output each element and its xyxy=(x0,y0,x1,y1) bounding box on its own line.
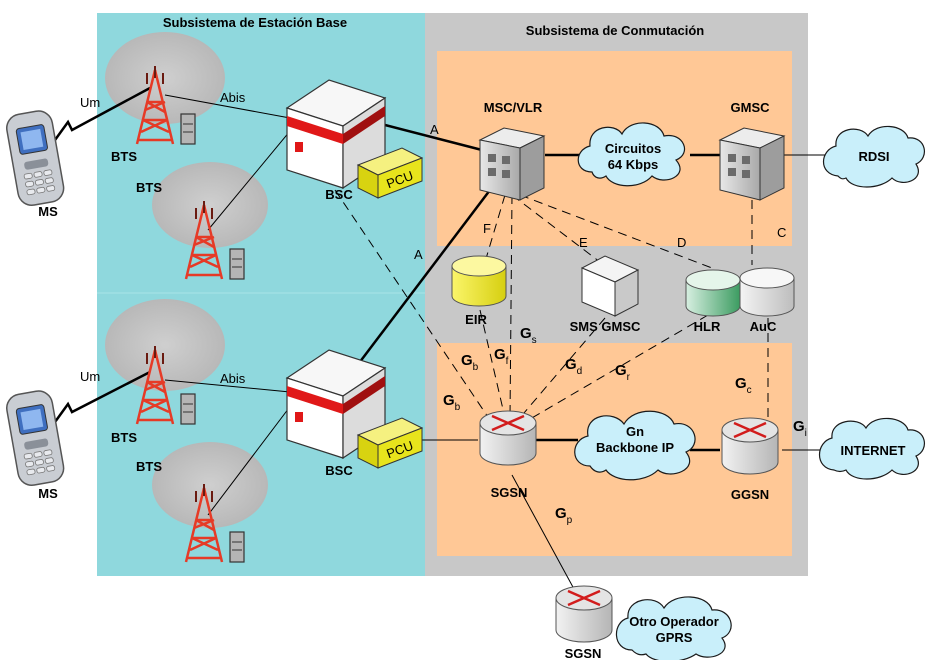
pcu-box: PCU xyxy=(356,147,424,199)
bsc-label: BSC xyxy=(325,463,353,478)
bts-tower-icon xyxy=(184,201,245,280)
msc-switch-icon xyxy=(478,127,546,201)
c-interface-label: C xyxy=(777,225,786,240)
mobile-phone-icon xyxy=(6,110,65,206)
sgsn-label: SGSN xyxy=(491,485,528,500)
cell-coverage xyxy=(105,299,225,391)
abis-link xyxy=(207,399,296,516)
mobile-phone-icon xyxy=(6,390,65,486)
sgsn-other-router-icon xyxy=(555,585,613,643)
abis-interface-label: Abis xyxy=(220,371,246,386)
eir-label: EIR xyxy=(465,312,487,327)
otro-operador-cloud xyxy=(615,596,732,660)
um-interface-label: Um xyxy=(80,95,100,110)
gd-interface-label: Gd xyxy=(565,356,582,377)
rdsi-label: RDSI xyxy=(858,149,889,164)
sms-gmsc-label: SMS GMSC xyxy=(570,319,641,334)
e-interface-label: E xyxy=(579,235,588,250)
abis-link xyxy=(164,94,291,119)
bts-label: BTS xyxy=(111,430,137,445)
rdsi-cloud xyxy=(822,125,925,188)
bts-tower-icon xyxy=(135,346,196,425)
bsc-label: BSC xyxy=(325,187,353,202)
otro-operador-label: Otro Operador xyxy=(629,614,719,629)
internet-label: INTERNET xyxy=(841,443,906,458)
d-interface-label: D xyxy=(677,235,686,250)
circuitos-rate-label: 64 Kbps xyxy=(608,157,659,172)
abis-link xyxy=(164,379,291,393)
circuitos-cloud xyxy=(577,122,686,187)
gb-interface-label: Gb xyxy=(443,392,461,413)
backbone-ip-label: Backbone IP xyxy=(596,440,674,455)
nss-title: Subsistema de Conmutación xyxy=(526,23,704,38)
hlr-database-icon xyxy=(685,269,741,317)
auc-label: AuC xyxy=(750,319,777,334)
gs-interface-label: Gs xyxy=(520,325,537,346)
gp-interface-label: Gp xyxy=(555,505,573,526)
ms-label: MS xyxy=(38,486,58,501)
gprs-label: GPRS xyxy=(656,630,693,645)
abis-interface-label: Abis xyxy=(220,90,246,105)
bts-label: BTS xyxy=(136,180,162,195)
gmsc-switch-icon xyxy=(718,127,786,201)
gmsc-label: GMSC xyxy=(731,100,771,115)
auc-database-icon xyxy=(739,267,795,317)
hlr-label: HLR xyxy=(694,319,721,334)
f-interface-label: F xyxy=(483,221,491,236)
um-link xyxy=(53,370,151,423)
a-interface-label: A xyxy=(430,122,439,137)
gr-interface-label: Gr xyxy=(615,362,631,383)
pcu-box: PCU xyxy=(356,417,424,469)
ggsn-label: GGSN xyxy=(731,487,769,502)
um-link xyxy=(53,86,151,141)
sms-gmsc-server-icon xyxy=(580,255,640,317)
bsc-building-icon xyxy=(285,349,387,460)
ms-label: MS xyxy=(38,204,58,219)
cell-coverage xyxy=(152,442,268,528)
internet-cloud xyxy=(818,417,925,480)
abis-link xyxy=(207,124,296,231)
eir-database-icon xyxy=(451,255,507,307)
a-link xyxy=(349,189,491,376)
bts-tower-icon xyxy=(135,66,196,145)
gi-interface-label: Gi xyxy=(793,418,807,439)
bss-title: Subsistema de Estación Base xyxy=(163,15,347,30)
msc-vlr-label: MSC/VLR xyxy=(484,100,543,115)
sgsn-router-icon xyxy=(479,410,537,466)
ggsn-router-icon xyxy=(721,417,779,475)
gb-interface-label: Gb xyxy=(461,352,479,373)
a-interface-label: A xyxy=(414,247,423,262)
um-interface-label: Um xyxy=(80,369,100,384)
gf-interface-label: Gf xyxy=(494,346,509,367)
sgsn-other-label: SGSN xyxy=(565,646,602,660)
bts-label: BTS xyxy=(136,459,162,474)
circuitos-label: Circuitos xyxy=(605,141,661,156)
signalling-links xyxy=(334,185,769,423)
gn-label: Gn xyxy=(626,424,644,439)
gc-interface-label: Gc xyxy=(735,375,752,396)
cell-coverage xyxy=(152,162,268,248)
a-link xyxy=(384,123,483,152)
gn-backbone-cloud xyxy=(574,410,696,481)
gp-link xyxy=(511,474,581,601)
bts-tower-icon xyxy=(184,484,245,563)
bts-label: BTS xyxy=(111,149,137,164)
